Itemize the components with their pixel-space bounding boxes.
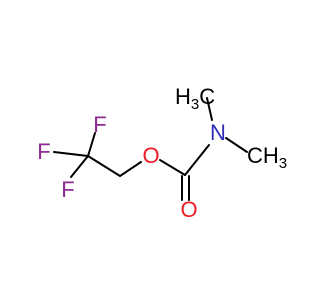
methyl-lower-ch: CH: [247, 143, 279, 168]
atom-oxygen-ester: O: [142, 143, 159, 168]
bond-c3-n: [184, 144, 210, 176]
structure-diagram: F F F O O N H3C CH3: [37, 84, 287, 222]
bond-c1-f3: [70, 155, 89, 178]
bonds: [53, 97, 248, 201]
bond-n-methyl-lower: [225, 137, 248, 153]
bond-c1-f1: [87, 132, 96, 157]
methyl-lower-subscript: 3: [279, 155, 287, 172]
methyl-upper-subscript: 3: [191, 96, 199, 113]
atom-fluorine-1: F: [93, 112, 106, 137]
bond-o-ester-c3: [159, 159, 186, 176]
atom-fluorine-2: F: [37, 139, 50, 164]
bond-c2-o-ester: [119, 161, 142, 177]
atom-fluorine-3: F: [61, 177, 74, 202]
methyl-upper-label: H3C: [175, 84, 215, 113]
atom-nitrogen: N: [210, 120, 226, 145]
atom-oxygen-carbonyl: O: [180, 197, 197, 222]
methyl-lower-label: CH3: [247, 143, 287, 172]
methyl-upper-h: H: [175, 84, 191, 109]
bond-n-methyl-upper: [206, 97, 213, 121]
bond-c1-c2: [87, 155, 121, 177]
bond-c1-f2: [53, 151, 89, 157]
methyl-upper-c: C: [199, 84, 215, 109]
